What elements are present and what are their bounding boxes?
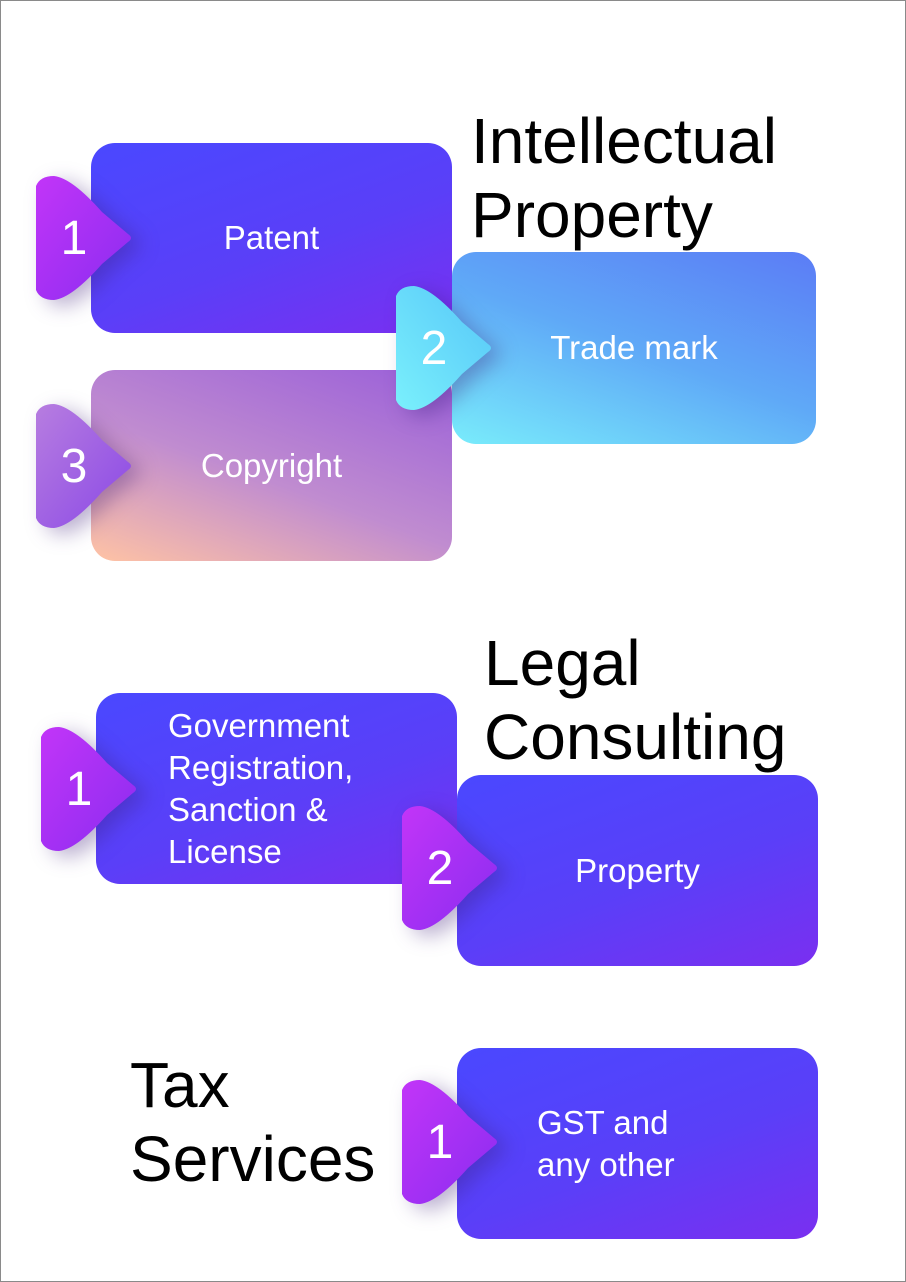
heading-line: Tax <box>130 1049 230 1121</box>
label-line: Government <box>168 706 350 744</box>
step-badge-1: 1 <box>32 176 142 300</box>
step-badge-1: 1 <box>398 1080 508 1204</box>
card-label: Copyright <box>200 446 343 484</box>
card-label: Trade mark <box>550 329 718 366</box>
label-line: any other <box>537 1145 675 1183</box>
step-number: 3 <box>60 439 88 493</box>
card-government-registration: Government Registration, Sanction & Lice… <box>96 693 457 884</box>
step-badge-2: 2 <box>392 286 502 410</box>
heading-line: Intellectual <box>471 105 777 177</box>
heading-line: Property <box>471 179 713 251</box>
card-label: Patent <box>223 219 320 256</box>
step-number: 1 <box>426 1115 454 1169</box>
card-gst: GST and any other <box>457 1048 818 1239</box>
card-property: Property <box>457 775 818 966</box>
step-number: 1 <box>65 762 93 816</box>
step-badge-3: 3 <box>32 404 142 528</box>
step-badge-1: 1 <box>37 727 147 851</box>
label-line: License <box>168 832 282 870</box>
section-heading-intellectual-property: Intellectual Property <box>471 104 777 252</box>
section-heading-tax-services: Tax Services <box>130 1048 375 1196</box>
label-line: GST and <box>537 1103 669 1141</box>
label-line: Sanction & <box>168 790 328 828</box>
card-trade-mark: Trade mark <box>452 252 816 444</box>
card-patent: Patent <box>91 143 452 333</box>
heading-line: Services <box>130 1123 376 1195</box>
step-number: 2 <box>420 321 448 375</box>
heading-line: Consulting <box>484 701 787 773</box>
step-number: 1 <box>60 211 88 265</box>
card-label: GST and any other <box>537 1102 675 1186</box>
step-badge-2: 2 <box>398 806 508 930</box>
label-line: Registration, <box>168 748 354 786</box>
card-copyright: Copyright <box>91 370 452 561</box>
section-heading-legal-consulting: Legal Consulting <box>484 626 786 774</box>
step-number: 2 <box>426 841 454 895</box>
card-label: Property <box>575 851 700 889</box>
heading-line: Legal <box>484 627 641 699</box>
card-label: Government Registration, Sanction & Lice… <box>168 705 353 873</box>
